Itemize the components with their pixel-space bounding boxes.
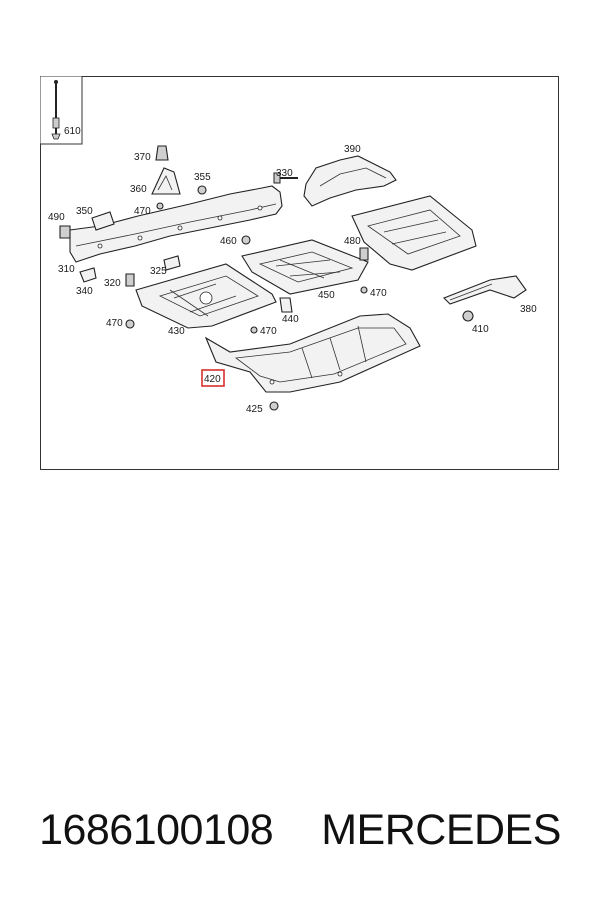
highlight-box-420: [201, 369, 225, 387]
label-460: 460: [220, 236, 237, 247]
label-480: 480: [344, 236, 361, 247]
label-310: 310: [58, 264, 75, 275]
label-470b: 470: [370, 288, 387, 299]
tray: [351, 195, 477, 271]
label-330: 330: [276, 168, 293, 179]
clip-370-icon: [155, 145, 169, 161]
label-490: 490: [48, 212, 65, 223]
screw-470c-icon: [250, 326, 258, 334]
parts-diagram: 610 370 360 355 330 390 490 350 470 460 …: [40, 76, 537, 415]
label-470a: 470: [134, 206, 151, 217]
screw-470a-icon: [156, 202, 164, 210]
clip-480-icon: [359, 247, 369, 261]
label-410: 410: [472, 324, 489, 335]
label-370: 370: [134, 152, 151, 163]
label-450: 450: [318, 290, 335, 301]
bracket-360-icon: [151, 167, 181, 195]
clip-320-icon: [125, 273, 135, 287]
washer-355-icon: [197, 185, 207, 195]
clip-440-icon: [279, 297, 293, 313]
panel-450: [241, 239, 369, 295]
label-340: 340: [76, 286, 93, 297]
part-number: 1686100108: [39, 805, 274, 854]
bracket-390: [303, 155, 397, 207]
screw-470d-icon: [125, 319, 135, 329]
label-610: 610: [64, 126, 81, 137]
shield-420: [204, 313, 421, 393]
brand-name: MERCEDES: [321, 805, 561, 854]
label-360: 360: [130, 184, 147, 195]
inset-box-610: [40, 76, 83, 145]
label-390: 390: [344, 144, 361, 155]
screw-470b-icon: [360, 286, 368, 294]
label-420: 420: [204, 374, 221, 385]
label-320: 320: [104, 278, 121, 289]
block-350-icon: [91, 211, 115, 231]
label-325: 325: [150, 266, 167, 277]
label-470d: 470: [260, 326, 277, 337]
label-440: 440: [282, 314, 299, 325]
label-430: 430: [168, 326, 185, 337]
clip-490-icon: [59, 225, 71, 239]
nut-460-icon: [241, 235, 251, 245]
label-380: 380: [520, 304, 537, 315]
label-355: 355: [194, 172, 211, 183]
nut-425-icon: [269, 401, 279, 411]
caption: 1686100108 MERCEDES: [0, 800, 600, 860]
grommet-410-icon: [462, 310, 474, 322]
panel-430: [135, 263, 277, 329]
bolt-330-icon: [273, 172, 298, 184]
label-470c: 470: [106, 318, 123, 329]
bar-380: [443, 275, 527, 305]
bolt-610-icon: [51, 80, 61, 140]
rail-310: [69, 185, 283, 263]
clip-325-icon: [163, 255, 181, 271]
clip-340-icon: [79, 267, 97, 283]
label-425: 425: [246, 404, 263, 415]
label-350: 350: [76, 206, 93, 217]
